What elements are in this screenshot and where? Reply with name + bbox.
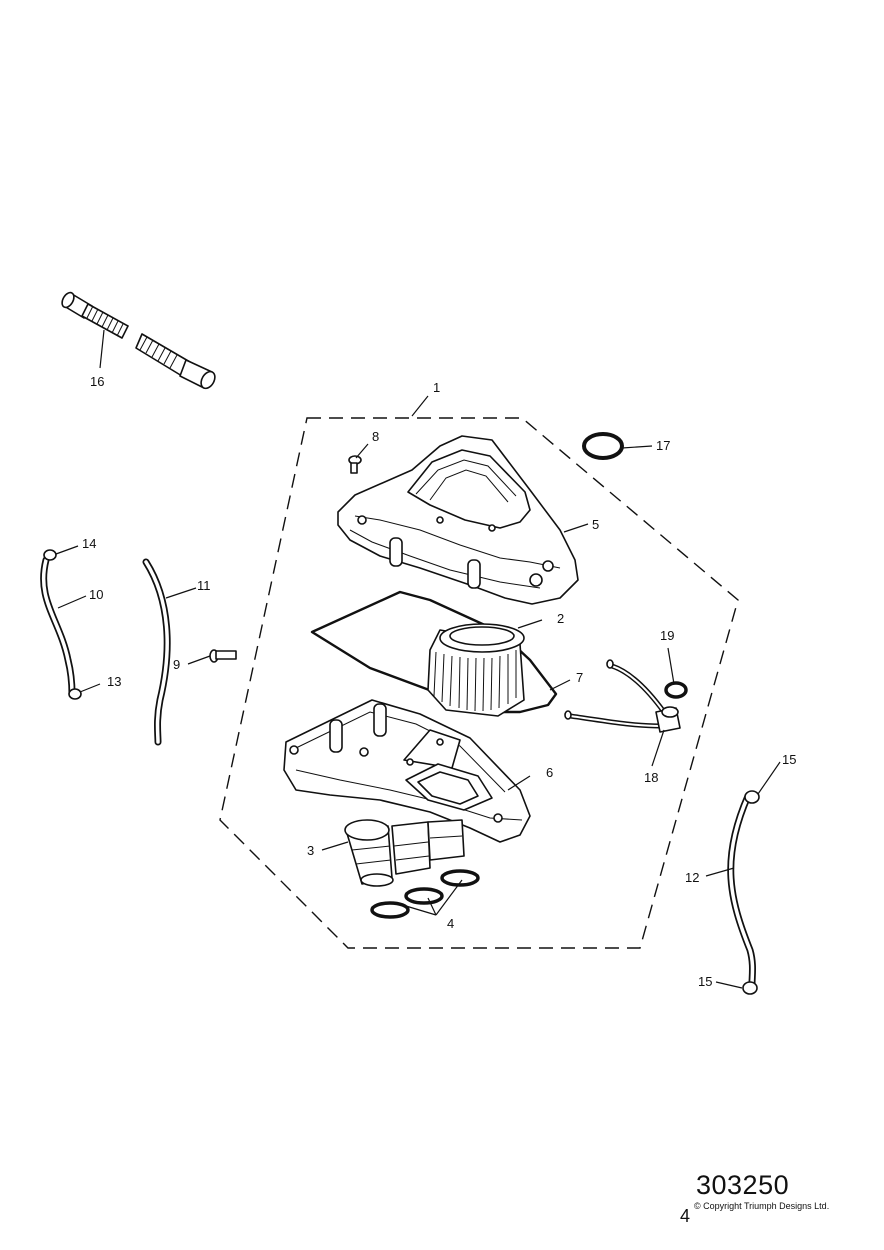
callout-7: 7 — [576, 670, 583, 685]
leader-lines — [55, 329, 781, 989]
airbox-cover — [337, 435, 579, 605]
screw — [348, 455, 362, 474]
callout-1: 1 — [433, 380, 440, 395]
bolt — [209, 649, 237, 663]
o-ring — [582, 432, 624, 460]
drain-hose-short — [40, 549, 82, 700]
breather-pipe — [61, 291, 216, 390]
callout-labels: 1 2 3 4 5 6 7 8 9 10 11 12 13 14 15 15 1… — [82, 374, 796, 989]
callout-18: 18 — [644, 770, 658, 785]
rubber-seals — [370, 869, 480, 919]
callout-15-top: 15 — [782, 752, 796, 767]
copyright-notice: © Copyright Triumph Designs Ltd. — [694, 1201, 830, 1211]
grommet — [664, 681, 688, 699]
callout-13: 13 — [107, 674, 121, 689]
callout-17: 17 — [656, 438, 670, 453]
breather-hose — [727, 790, 760, 995]
callout-2: 2 — [557, 611, 564, 626]
callout-19: 19 — [660, 628, 674, 643]
callout-11: 11 — [197, 578, 211, 593]
callout-5: 5 — [592, 517, 599, 532]
airbox-base — [283, 699, 531, 843]
callout-8: 8 — [372, 429, 379, 444]
callout-15-bottom: 15 — [698, 974, 712, 989]
assembly-boundary — [219, 417, 739, 949]
callout-3: 3 — [307, 843, 314, 858]
callout-4: 4 — [447, 916, 454, 931]
callout-12: 12 — [685, 870, 699, 885]
callout-16: 16 — [90, 374, 104, 389]
t-piece-pipes — [564, 659, 681, 733]
intake-rubbers — [344, 819, 465, 887]
page-digit: 4 — [680, 1206, 691, 1226]
callout-9: 9 — [173, 657, 180, 672]
callout-14: 14 — [82, 536, 96, 551]
callout-6: 6 — [546, 765, 553, 780]
drawing-number: 303250 — [696, 1170, 790, 1200]
drain-hose-long — [142, 558, 171, 746]
callout-10: 10 — [89, 587, 103, 602]
air-filter — [427, 623, 525, 717]
